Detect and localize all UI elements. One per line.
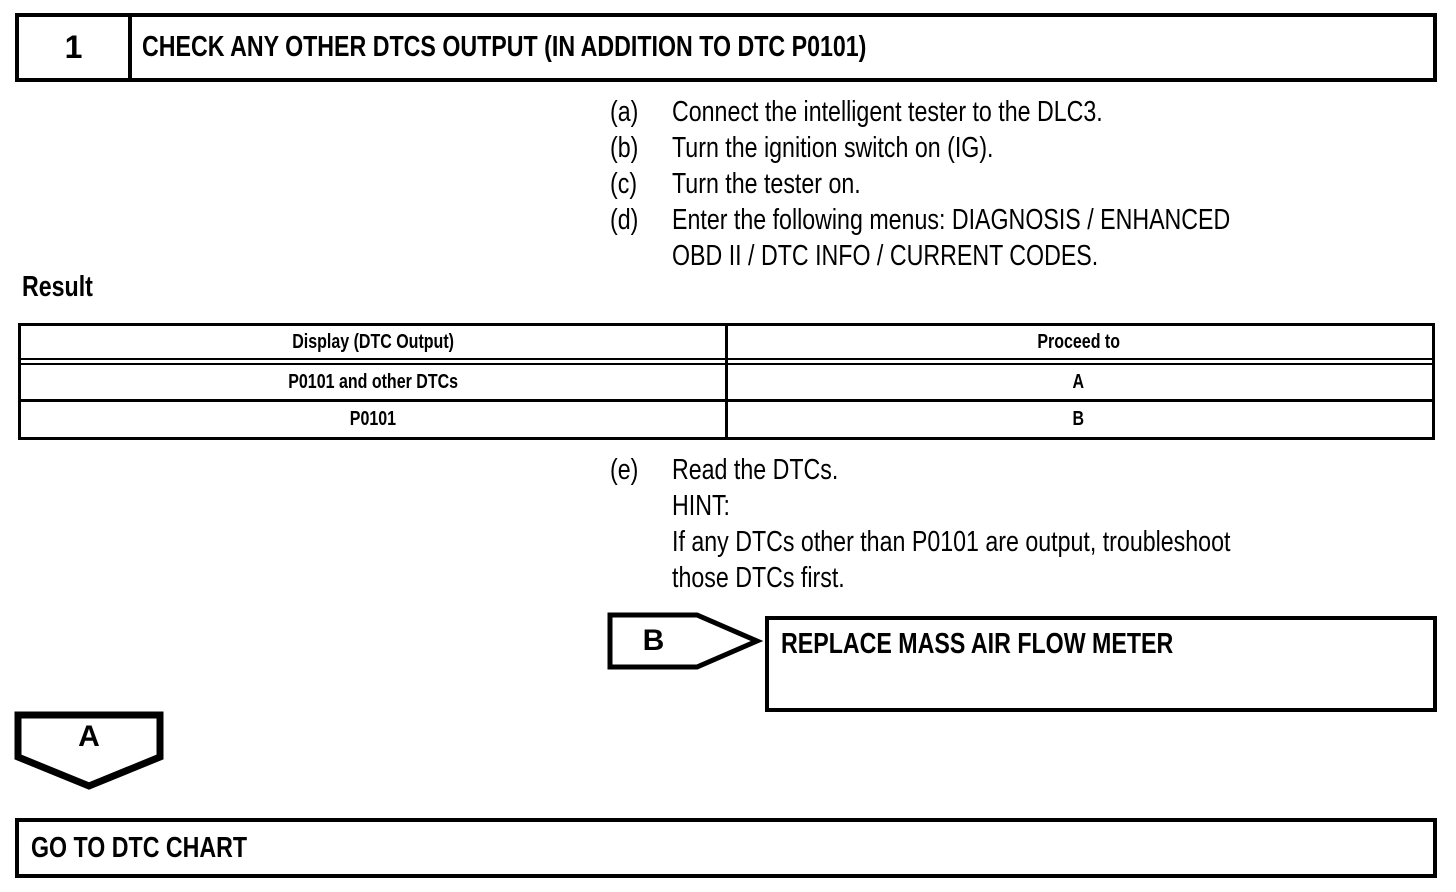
hint-label: HINT: bbox=[672, 490, 730, 522]
step-marker-a: (a) bbox=[610, 96, 639, 128]
table-column-divider bbox=[725, 326, 728, 437]
result-table: Display (DTC Output) Proceed to P0101 an… bbox=[18, 323, 1435, 440]
table-row: P0101 B bbox=[21, 402, 1432, 437]
procedure-steps-a-d: (a) Connect the intelligent tester to th… bbox=[610, 94, 1370, 274]
action-box-replace-maf: REPLACE MASS AIR FLOW METER bbox=[765, 616, 1437, 712]
step-marker-e: (e) bbox=[610, 454, 639, 486]
result-label: Result bbox=[22, 271, 93, 303]
step-text: Turn the ignition switch on (IG). bbox=[672, 132, 994, 164]
procedure-step-e: (e) Read the DTCs. HINT: If any DTCs oth… bbox=[610, 452, 1370, 596]
table-cell-proceed-2: B bbox=[1072, 408, 1085, 430]
procedure-step-d: (d) Enter the following menus: DIAGNOSIS… bbox=[610, 202, 1370, 274]
step-text: OBD II / DTC INFO / CURRENT CODES. bbox=[672, 240, 1099, 272]
branch-a-label: A bbox=[78, 720, 100, 753]
table-header-proceed: Proceed to bbox=[1037, 330, 1120, 353]
step-number-box: 1 bbox=[19, 17, 132, 78]
action-go-to-text: GO TO DTC CHART bbox=[31, 831, 248, 864]
step-text: Read the DTCs. bbox=[672, 454, 839, 486]
hint-text: If any DTCs other than P0101 are output,… bbox=[672, 526, 1231, 558]
table-cell-proceed-1: A bbox=[1072, 370, 1085, 393]
step-header-bar: 1 CHECK ANY OTHER DTCS OUTPUT (IN ADDITI… bbox=[15, 13, 1437, 82]
step-marker-d: (d) bbox=[610, 204, 639, 236]
action-replace-text: REPLACE MASS AIR FLOW METER bbox=[781, 628, 1174, 660]
procedure-step-a: (a) Connect the intelligent tester to th… bbox=[610, 94, 1370, 130]
step-number: 1 bbox=[64, 29, 83, 65]
table-header-display: Display (DTC Output) bbox=[292, 330, 454, 353]
step-text: Turn the tester on. bbox=[672, 168, 861, 200]
step-marker-b: (b) bbox=[610, 132, 639, 164]
branch-b-label: B bbox=[642, 624, 665, 657]
procedure-step-c: (c) Turn the tester on. bbox=[610, 166, 1370, 202]
table-cell-display-2: P0101 bbox=[349, 408, 397, 430]
step-title-box: CHECK ANY OTHER DTCS OUTPUT (IN ADDITION… bbox=[132, 17, 1433, 78]
table-cell-display-1: P0101 and other DTCs bbox=[288, 370, 458, 393]
step-title: CHECK ANY OTHER DTCS OUTPUT (IN ADDITION… bbox=[142, 31, 867, 63]
branch-b-connector: B bbox=[607, 611, 764, 671]
step-marker-c: (c) bbox=[610, 168, 638, 200]
branch-b-arrow-shape bbox=[607, 612, 764, 670]
step-text: Connect the intelligent tester to the DL… bbox=[672, 96, 1103, 128]
hint-text: those DTCs first. bbox=[672, 562, 845, 594]
procedure-step-b: (b) Turn the ignition switch on (IG). bbox=[610, 130, 1370, 166]
step-text: Enter the following menus: DIAGNOSIS / E… bbox=[672, 204, 1231, 236]
branch-a-pennant-shape bbox=[14, 711, 164, 790]
branch-a-connector: A bbox=[14, 711, 166, 793]
action-box-go-to-dtc-chart: GO TO DTC CHART bbox=[15, 818, 1437, 878]
